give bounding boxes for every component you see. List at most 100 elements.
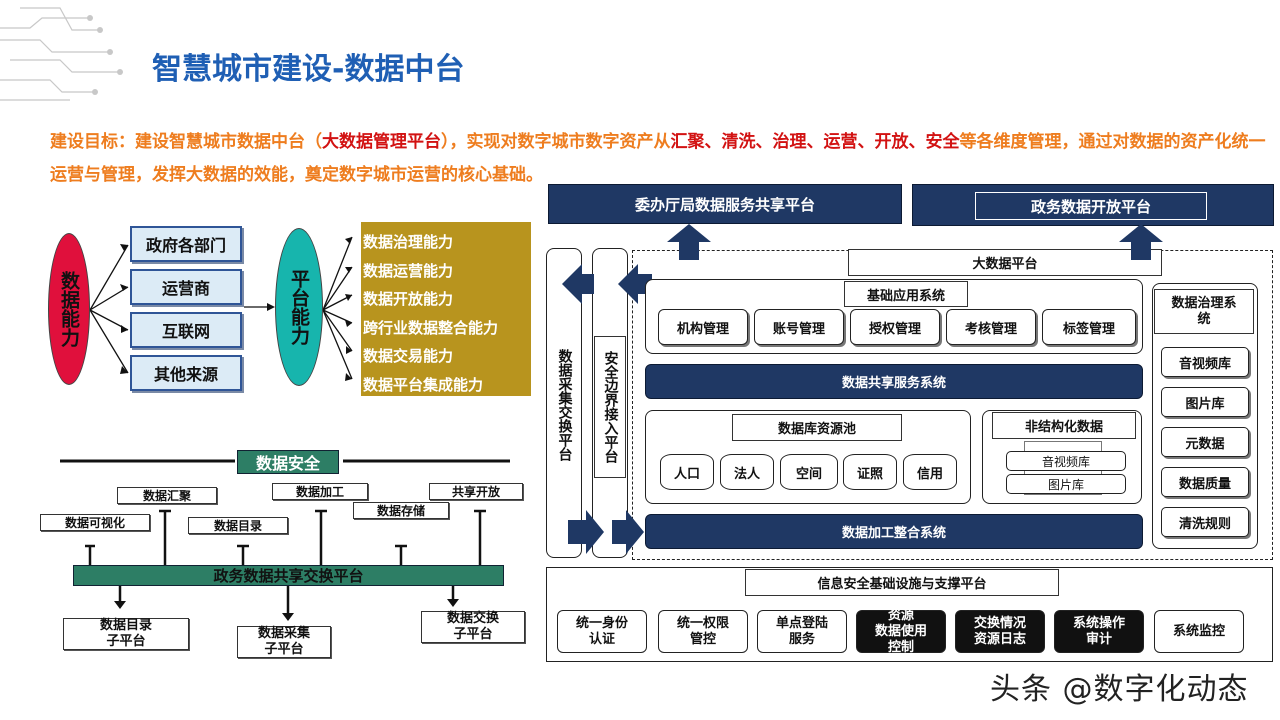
platform-ability-ellipse: 平台能力: [275, 228, 323, 386]
db-item-license: 证照: [843, 454, 897, 490]
goal-part-5: 等各维度管理，通过对数据的资产化统一运营与管理，发挥大数据的效能，奠定数字城市运…: [50, 132, 1266, 185]
ability-item: 数据平台集成能力: [363, 375, 484, 394]
border-access-box: 安全边界接入平台: [594, 336, 626, 478]
sec-btn-identity: 统一身份认证: [557, 610, 647, 653]
sec-item-aggregate: 数据汇聚: [117, 487, 217, 504]
sec-btn-line: 审计: [1085, 631, 1112, 647]
sec-btn-line: 统一权限: [676, 615, 729, 631]
sub-line-1: 数据采集: [257, 626, 310, 641]
ability-item: 数据治理能力: [363, 233, 454, 251]
border-access-label: 安全边界接入平台: [602, 351, 619, 463]
sec-btn-line: 管控: [689, 631, 716, 647]
goal-highlight-2: 汇聚、清洗、治理、运营、开放、安全: [670, 132, 960, 152]
page-title: 智慧城市建设-数据中台: [152, 52, 465, 87]
sec-btn-line: 认证: [588, 631, 615, 647]
sec-btn-line: 系统操作: [1072, 615, 1125, 631]
sec-item-storage: 数据存储: [353, 502, 449, 519]
unstructured-av: 音视频库: [1006, 451, 1126, 471]
db-item-population: 人口: [660, 454, 714, 490]
watermark: 头条 @数字化动态: [990, 672, 1249, 707]
unstructured-label: 非结构化数据: [992, 412, 1136, 439]
sec-item-catalog: 数据目录: [188, 517, 288, 534]
ability-item: 跨行业数据整合能力: [363, 318, 499, 337]
sec-item-process: 数据加工: [272, 483, 368, 500]
sub-line-2: 子平台: [106, 634, 146, 649]
sub-platform-collect: 数据采集子平台: [237, 626, 331, 658]
unstructured-image: 图片库: [1006, 474, 1126, 494]
gov-item-quality: 数据质量: [1161, 467, 1249, 497]
data-security-badge: 数据安全: [237, 450, 339, 474]
db-item-legal: 法人: [720, 454, 774, 490]
sub-line-2: 子平台: [264, 642, 304, 657]
sec-btn-line: 资源日志: [973, 631, 1026, 647]
abilities-panel: 数据治理能力 数据运营能力 数据开放能力 跨行业数据整合能力 数据交易能力 数据…: [361, 222, 531, 396]
goal-highlight-1: 大数据管理平台: [322, 132, 441, 152]
source-box-internet: 互联网: [130, 312, 242, 348]
sec-btn-line: 数据使用: [874, 623, 927, 639]
up-arrow-right-icon: [1119, 224, 1163, 260]
sec-btn-line: 服务: [788, 631, 815, 647]
basic-item-tag: 标签管理: [1042, 309, 1136, 345]
db-item-space: 空间: [780, 454, 838, 490]
side-arrows: [562, 264, 652, 554]
capability-connectors: [89, 236, 353, 381]
data-ability-label: 数据能力: [58, 271, 80, 347]
goal-text: 建设目标：建设智慧城市数据中台（大数据管理平台），实现对数字城市数字资产从汇聚、…: [50, 126, 1275, 192]
sec-item-visual: 数据可视化: [40, 514, 150, 531]
up-arrows: [667, 224, 1163, 260]
top-left-platform: 委办厅局数据服务共享平台: [548, 184, 902, 224]
source-box-operator: 运营商: [130, 269, 242, 305]
gov-item-meta: 元数据: [1161, 427, 1249, 457]
basic-item-auth: 授权管理: [850, 309, 940, 345]
circuit-decoration-icon: [0, 7, 123, 101]
sub-platform-exchange: 数据交换子平台: [421, 611, 525, 643]
db-pool-label: 数据库资源池: [732, 414, 902, 441]
ability-item: 数据开放能力: [363, 290, 454, 308]
basic-item-assess: 考核管理: [946, 309, 1036, 345]
sec-btn-audit: 系统操作审计: [1054, 610, 1144, 653]
sec-btn-permission: 统一权限管控: [658, 610, 748, 653]
sec-btn-line: 资源: [887, 607, 914, 623]
ability-item: 数据运营能力: [363, 261, 454, 280]
up-arrow-left-icon: [667, 224, 711, 260]
goal-part-3: ），实现对数字城市数字资产从: [441, 132, 671, 152]
right-arrow-icon: [568, 510, 604, 554]
sub-line-1: 数据目录: [99, 618, 152, 633]
db-item-credit: 信用: [903, 454, 957, 490]
big-data-label: 大数据平台: [848, 249, 1162, 276]
goal-part-1: 建设目标：建设智慧城市数据中台（: [50, 132, 322, 152]
sec-btn-exchange-log: 交换情况资源日志: [955, 610, 1045, 653]
platform-ability-label: 平台能力: [288, 269, 310, 345]
sub-platform-catalog: 数据目录子平台: [63, 618, 189, 650]
sec-btn-monitor: 系统监控: [1154, 610, 1244, 653]
processing-bar: 数据加工整合系统: [645, 514, 1143, 549]
sec-btn-line: 控制: [887, 639, 914, 655]
source-box-gov: 政府各部门: [130, 226, 242, 262]
basic-item-account: 账号管理: [754, 309, 844, 345]
left-arrow-icon: [562, 264, 594, 304]
data-ability-ellipse: 数据能力: [48, 233, 90, 385]
source-label: 互联网: [161, 322, 210, 341]
basic-item-org: 机构管理: [658, 309, 748, 345]
collect-exchange-platform: [546, 248, 582, 558]
sec-btn-line: 单点登陆: [775, 615, 828, 631]
gov-item-av: 音视频库: [1161, 347, 1249, 377]
source-label: 其他来源: [153, 365, 218, 384]
ability-item: 数据交易能力: [363, 347, 454, 365]
right-arrow-icon: [612, 510, 644, 554]
sec-btn-line: 系统监控: [1172, 623, 1225, 639]
collect-exchange-label: 数据采集交换平台: [556, 349, 573, 461]
source-box-other: 其他来源: [130, 355, 242, 391]
security-connectors: [60, 459, 510, 621]
sec-item-share: 共享开放: [429, 483, 523, 500]
sub-line-2: 子平台: [453, 627, 493, 642]
exchange-bus: 政务数据共享交换平台: [73, 565, 504, 586]
sec-btn-resource-control: 资源数据使用控制: [856, 607, 946, 655]
top-right-platform: 政务数据开放平台: [912, 184, 1274, 226]
sub-line-1: 数据交换: [446, 611, 499, 626]
basic-app-label: 基础应用系统: [844, 281, 968, 307]
gov-item-image: 图片库: [1161, 387, 1249, 417]
source-label: 运营商: [161, 279, 210, 298]
sec-btn-sso: 单点登陆服务: [757, 610, 847, 653]
sec-btn-line: 统一身份: [575, 615, 628, 631]
